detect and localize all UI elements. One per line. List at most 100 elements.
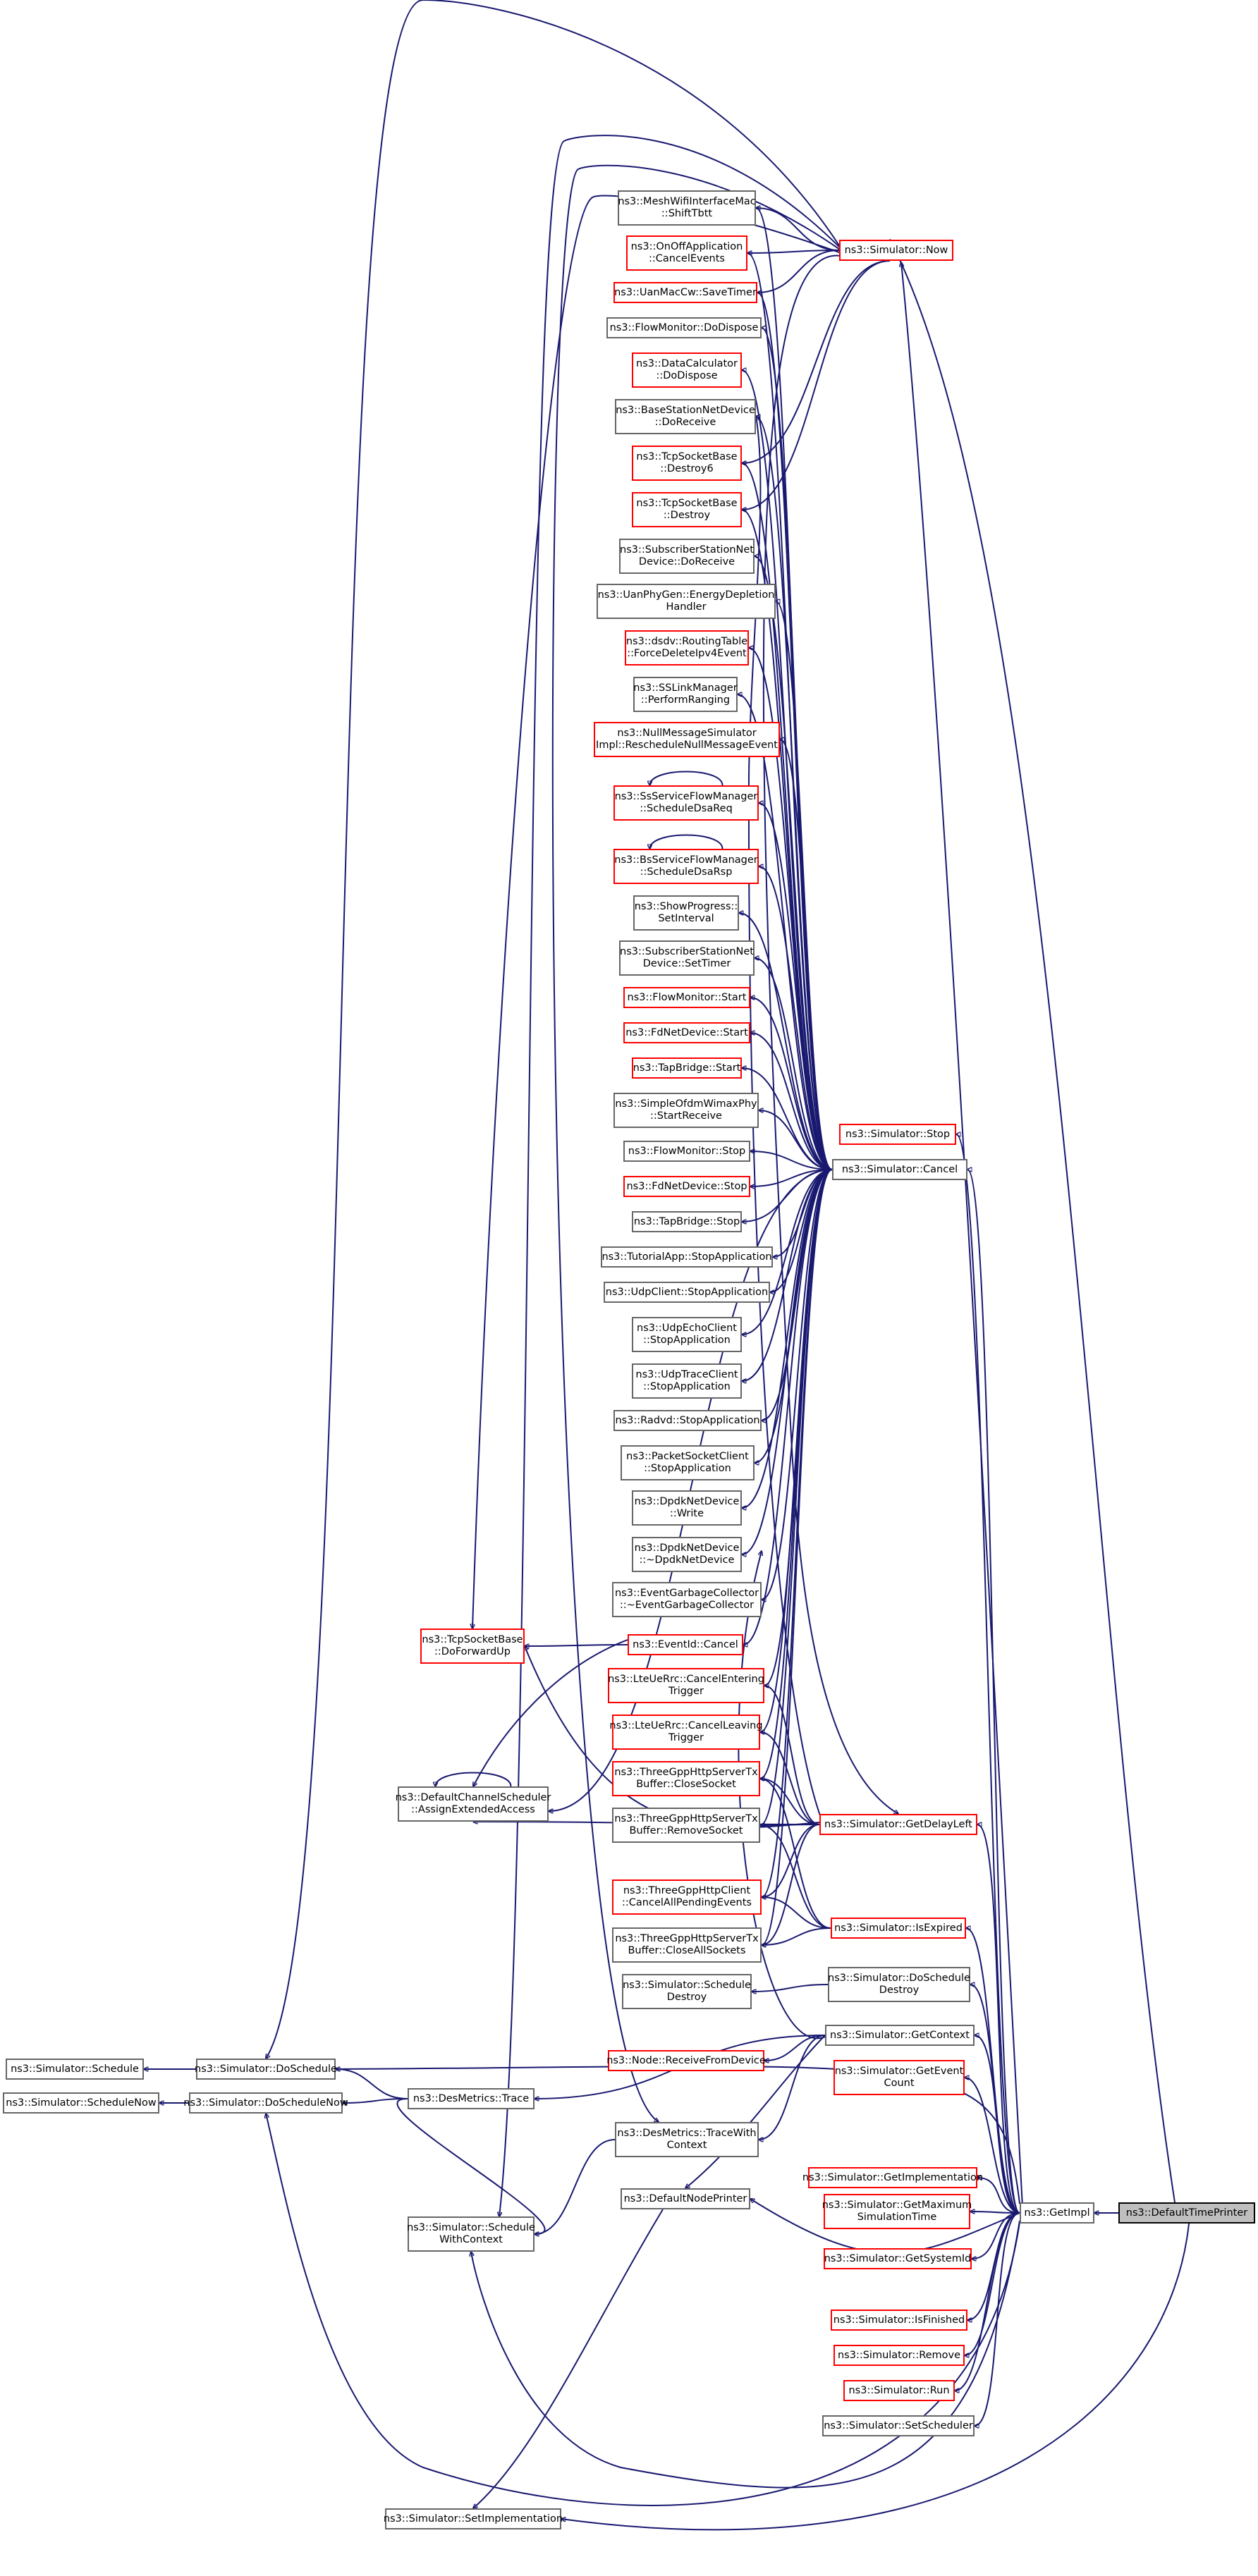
edge-desmetrics-doschedule [336,2069,408,2099]
node-uan[interactable]: ns3::UanMacCw::SaveTimer [613,282,757,303]
node-dpdk-write[interactable]: ns3::DpdkNetDevice ::Write [632,1490,742,1526]
node-udptrace[interactable]: ns3::UdpTraceClient ::StopApplication [632,1363,742,1399]
node-ghttp-cancelall[interactable]: ns3::ThreeGppHttpClient ::CancelAllPendi… [612,1879,762,1915]
edge-getdelayleft-lte-enter [764,1686,820,1825]
edge-cancel-dpdk-dtor [742,1169,833,1554]
node-schedulenow[interactable]: ns3::Simulator::ScheduleNow [3,2092,159,2114]
node-getmaxtime[interactable]: ns3::Simulator::GetMaximum SimulationTim… [822,2194,972,2229]
node-getimplementation[interactable]: ns3::Simulator::GetImplementation [802,2167,983,2188]
edge-getcontext-desmetricstracewith [759,2035,826,2140]
node-tcp6[interactable]: ns3::TcpSocketBase ::Destroy6 [632,446,742,481]
node-defnodeprinter[interactable]: ns3::DefaultNodePrinter [621,2188,750,2209]
edge-cancel-fm-stop [750,1151,833,1170]
node-remove[interactable]: ns3::Simulator::Remove [833,2345,965,2366]
node-fm-start[interactable]: ns3::FlowMonitor::Start [623,987,750,1008]
node-onoff[interactable]: ns3::OnOffApplication ::CancelEvents [626,235,747,271]
node-stop[interactable]: ns3::Simulator::Stop [839,1124,956,1145]
node-ghttp-close[interactable]: ns3::ThreeGppHttpServerTx Buffer::CloseS… [612,1761,760,1796]
node-isexpired[interactable]: ns3::Simulator::IsExpired [831,1918,966,1939]
node-showprog[interactable]: ns3::ShowProgress:: SetInterval [633,895,739,931]
node-doschedule-destroy[interactable]: ns3::Simulator::DoSchedule Destroy [828,1967,970,2002]
edge-getimpl-getmaxtime [970,2212,1020,2213]
node-desmetrics-trace[interactable]: ns3::DesMetrics::Trace [408,2088,535,2109]
node-now[interactable]: ns3::Simulator::Now [839,240,953,261]
edge-cancel-dpdk-write [742,1169,833,1508]
edge-getimpl-getsystemid [972,2212,1020,2259]
node-fd-stop[interactable]: ns3::FdNetDevice::Stop [623,1176,750,1197]
node-fm-stop[interactable]: ns3::FlowMonitor::Stop [623,1141,750,1162]
node-ssflow[interactable]: ns3::SsServiceFlowManager ::ScheduleDsaR… [613,785,759,821]
node-run[interactable]: ns3::Simulator::Run [843,2380,955,2401]
node-bsnd[interactable]: ns3::BaseStationNetDevice ::DoReceive [615,399,756,434]
node-doschedule[interactable]: ns3::Simulator::DoSchedule [195,2059,337,2080]
edge-getimpl-doschedulenow [266,2114,1020,2506]
node-packetsock[interactable]: ns3::PacketSocketClient ::StopApplicatio… [621,1445,755,1480]
node-udpecho[interactable]: ns3::UdpEchoClient ::StopApplication [632,1317,742,1352]
node-nullmsg[interactable]: ns3::NullMessageSimulator Impl::Reschedu… [594,722,780,757]
node-getimpl[interactable]: ns3::GetImpl [1020,2202,1094,2224]
edge-getimpl-cancel [967,1170,1020,2214]
node-simpleofdm[interactable]: ns3::SimpleOfdmWimaxPhy ::StartReceive [613,1093,759,1128]
node-ghttp-remove[interactable]: ns3::ThreeGppHttpServerTx Buffer::Remove… [612,1808,760,1843]
edge-cancel-nullmsg [780,740,833,1170]
node-datacalc[interactable]: ns3::DataCalculator ::DoDispose [632,352,742,388]
node-radvd[interactable]: ns3::Radvd::StopApplication [613,1410,762,1431]
node-lte-leave[interactable]: ns3::LteUeRrc::CancelLeaving Trigger [609,1715,763,1750]
node-dsdv[interactable]: ns3::dsdv::RoutingTable ::ForceDeleteIpv… [625,630,749,666]
edge-dtp-now [890,240,1175,2203]
node-getsystemid[interactable]: ns3::Simulator::GetSystemId [824,2248,972,2269]
node-flowmon-dispose[interactable]: ns3::FlowMonitor::DoDispose [606,317,762,338]
node-desmetrics-tracewith[interactable]: ns3::DesMetrics::TraceWith Context [615,2122,759,2157]
node-ssnd-timer[interactable]: ns3::SubscriberStationNet Device::SetTim… [619,940,755,976]
edge-now-getdelayleft [762,254,898,1814]
node-eventid[interactable]: ns3::EventId::Cancel [628,1634,743,1655]
edge-cancel-fm-start [750,998,833,1170]
node-sched-withctx[interactable]: ns3::Simulator::Schedule WithContext [407,2216,535,2252]
node-tcpfwd[interactable]: ns3::TcpSocketBase ::DoForwardUp [420,1629,525,1664]
edge-self-bsflow [650,834,723,850]
edge-isexpired-ghttp-close [760,1779,831,1929]
node-udpclient[interactable]: ns3::UdpClient::StopApplication [604,1282,770,1303]
edge-cancel-egc [762,1169,833,1600]
edge-cancel-ssflow [759,803,833,1170]
node-uanphy[interactable]: ns3::UanPhyGen::EnergyDepletion Handler [597,584,776,619]
edge-getimpl-schedwithctx [471,2220,1020,2489]
node-egc[interactable]: ns3::EventGarbageCollector ::~EventGarba… [612,1582,762,1617]
edge-self-ssflow [650,771,723,786]
edge-now-desmetricstracewith [551,164,843,2122]
node-lte-enter[interactable]: ns3::LteUeRrc::CancelEntering Trigger [608,1668,764,1703]
node-getcontext[interactable]: ns3::Simulator::GetContext [825,2025,975,2046]
node-node-recv[interactable]: ns3::Node::ReceiveFromDevice [606,2050,766,2071]
node-getdelayleft[interactable]: ns3::Simulator::GetDelayLeft [819,1814,977,1835]
edge-cancel-bsflow [759,866,833,1170]
edge-eventid-dcs [473,1639,628,1786]
edge-now-onoff [747,250,840,253]
edge-cancel-udpecho [742,1169,833,1335]
node-isfinished[interactable]: ns3::Simulator::IsFinished [831,2310,967,2331]
edge-cancel-uanphy [776,601,833,1170]
node-dtp[interactable]: ns3::DefaultTimePrinter [1118,2202,1255,2224]
node-sched-destroy[interactable]: ns3::Simulator::Schedule Destroy [622,1974,752,2009]
node-bsflow[interactable]: ns3::BsServiceFlowManager ::ScheduleDsaR… [613,849,759,884]
node-dcs[interactable]: ns3::DefaultChannelScheduler ::AssignExt… [396,1786,551,1822]
node-setimpl[interactable]: ns3::Simulator::SetImplementation [384,2508,563,2529]
node-fd-start[interactable]: ns3::FdNetDevice::Start [623,1022,750,1043]
node-tcpd[interactable]: ns3::TcpSocketBase ::Destroy [632,492,742,527]
node-ghttp-closeall[interactable]: ns3::ThreeGppHttpServerTx Buffer::CloseA… [612,1927,762,1963]
edge-isexpired-ghttp-closeall [762,1927,831,1945]
node-doschedulenow[interactable]: ns3::Simulator::DoScheduleNow [183,2092,348,2114]
node-ssnd-recv[interactable]: ns3::SubscriberStationNet Device::DoRece… [619,539,755,574]
node-tap-stop[interactable]: ns3::TapBridge::Stop [632,1211,742,1232]
node-schedule[interactable]: ns3::Simulator::Schedule [6,2059,144,2080]
node-dpdk-dtor[interactable]: ns3::DpdkNetDevice ::~DpdkNetDevice [632,1537,742,1572]
node-mesh[interactable]: ns3::MeshWifiInterfaceMac ::ShiftTbtt [618,190,756,226]
edge-cancel-ssnd-timer [755,958,833,1170]
edge-getdelayleft-ghttp-cancelall [762,1824,820,1897]
node-tap-start[interactable]: ns3::TapBridge::Start [632,1057,742,1079]
node-geteventcount[interactable]: ns3::Simulator::GetEvent Count [833,2060,965,2095]
edge-eventid-tcpfwd [525,1645,628,1646]
node-tutorial[interactable]: ns3::TutorialApp::StopApplication [601,1246,773,1268]
node-sslink[interactable]: ns3::SSLinkManager ::PerformRanging [633,677,738,712]
node-cancel[interactable]: ns3::Simulator::Cancel [832,1159,967,1180]
node-setscheduler[interactable]: ns3::Simulator::SetScheduler [822,2415,975,2436]
